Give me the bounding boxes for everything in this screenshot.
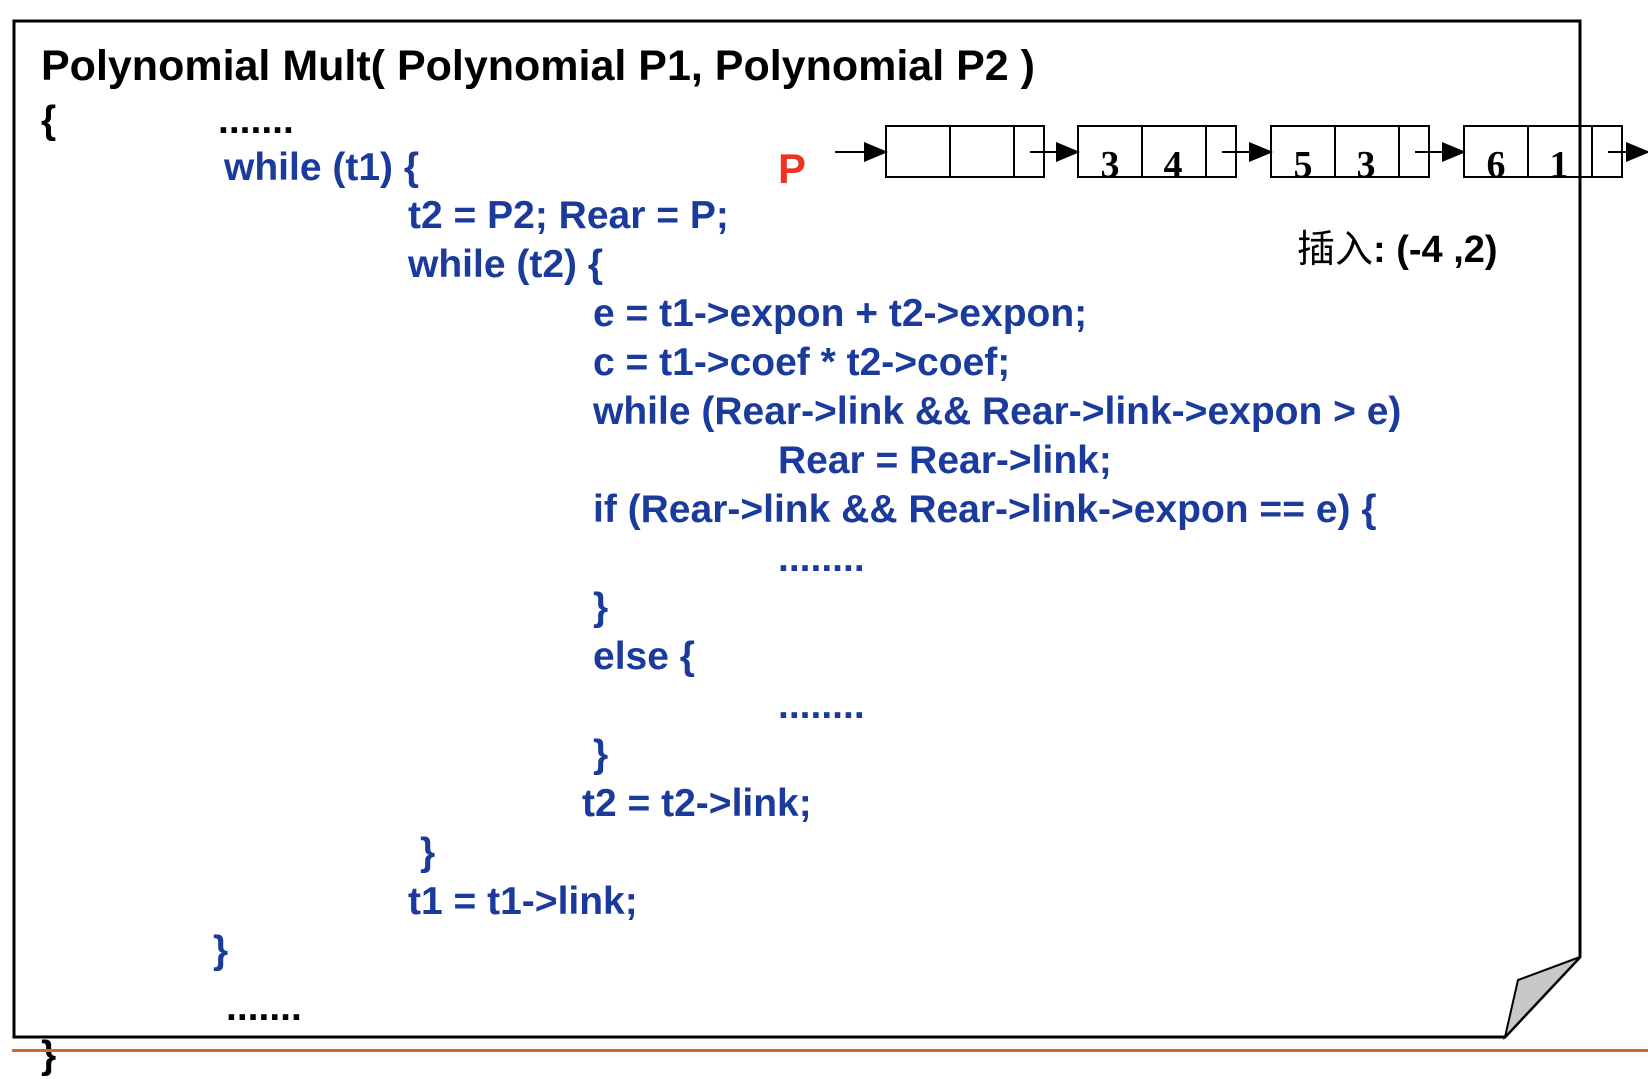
code-while-t1: while (t1) { <box>224 146 420 189</box>
node-expon: 1 <box>1549 144 1569 186</box>
code-close-while-t1: } <box>213 929 229 972</box>
node-coef: 5 <box>1293 144 1313 186</box>
code-while-t2: while (t2) { <box>408 243 604 286</box>
code-c-assign: c = t1->coef * t2->coef; <box>593 341 1011 384</box>
close-brace: } <box>41 1034 57 1077</box>
footer-divider <box>12 1049 1648 1052</box>
node-expon: 3 <box>1356 144 1376 186</box>
open-brace: { <box>41 99 57 142</box>
node-expon: 4 <box>1163 144 1183 186</box>
pointer-label-p: P <box>778 145 807 192</box>
function-signature: Polynomial Mult( Polynomial P1, Polynomi… <box>41 42 1035 90</box>
ellipsis-else: ........ <box>778 684 865 727</box>
code-t1-link: t1 = t1->link; <box>408 880 638 923</box>
code-while-rear: while (Rear->link && Rear->link->expon >… <box>593 390 1402 433</box>
ellipsis-end: ....... <box>226 986 302 1029</box>
code-close-if: } <box>593 586 609 629</box>
code-close-else: } <box>593 733 609 776</box>
insert-note: 插入: (-4 ,2) <box>1297 218 1498 273</box>
insert-label: 插入 <box>1297 227 1374 271</box>
page-curl <box>1503 956 1581 1041</box>
code-rear-assign: Rear = Rear->link; <box>778 439 1112 482</box>
code-close-while-t2: } <box>420 831 436 874</box>
code-e-assign: e = t1->expon + t2->expon; <box>593 292 1088 335</box>
code-if-rear: if (Rear->link && Rear->link->expon == e… <box>593 488 1377 531</box>
code-else: else { <box>593 635 695 678</box>
ellipsis-start: ....... <box>218 99 294 142</box>
code-t2-link: t2 = t2->link; <box>582 782 812 825</box>
node-coef: 3 <box>1100 144 1120 186</box>
list-node-head <box>885 125 1045 178</box>
node-coef: 6 <box>1486 144 1506 186</box>
code-t2-assign: t2 = P2; Rear = P; <box>408 194 729 237</box>
ellipsis-if: ........ <box>778 537 865 580</box>
insert-value: : (-4 ,2) <box>1373 229 1498 271</box>
linked-list-diagram <box>835 125 1648 178</box>
